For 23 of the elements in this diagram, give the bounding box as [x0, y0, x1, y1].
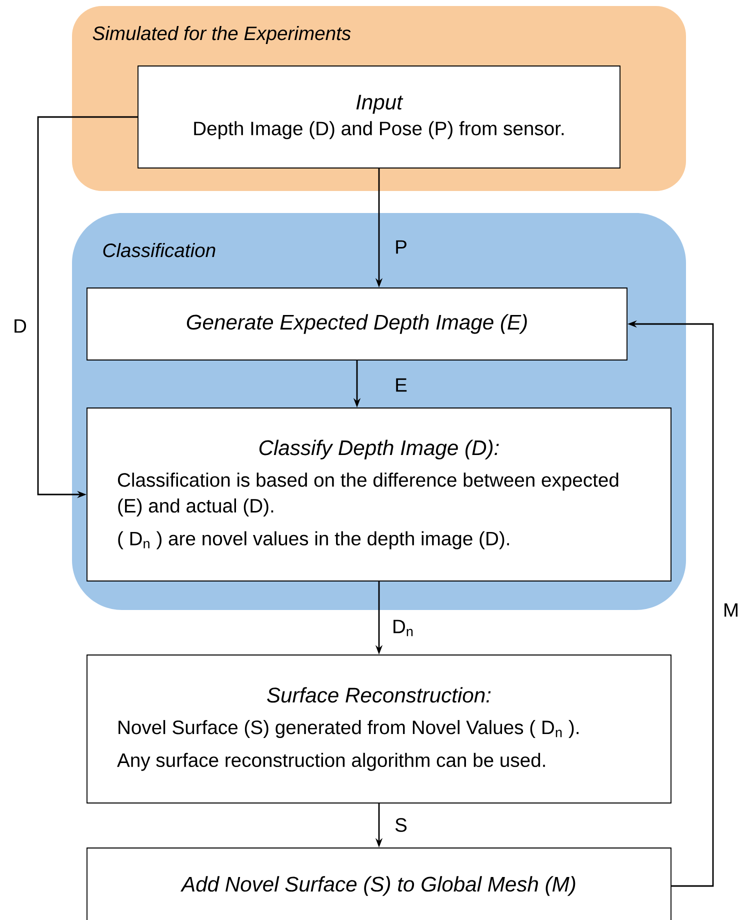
edge-label: D [14, 319, 26, 333]
edge-label: E [396, 378, 407, 392]
process-box [86, 288, 628, 360]
box-title: Add Novel Surface (S) to Global Mesh (M) [180, 876, 576, 896]
edge-label: D$_{n}$ [394, 620, 413, 636]
group-heading: Classification [103, 243, 216, 258]
description-text: ( D$_{n}$ ) are novel values in the depth image (D). [118, 531, 509, 550]
box-title: Generate Expected Depth Image (E) [186, 314, 527, 334]
process-box [86, 408, 672, 582]
box-title: Input [356, 94, 404, 114]
description-text: Depth Image (D) and Pose (P) from sensor. [194, 121, 564, 140]
edge-label: S [395, 818, 407, 832]
description-text: Any surface reconstruction algorithm can be used. [117, 752, 545, 771]
process-box [138, 66, 620, 168]
edge-label: M [724, 603, 738, 617]
group-heading: Simulated for the Experiments [92, 26, 351, 44]
process-box [86, 654, 672, 804]
box-title: Surface Reconstruction: [267, 687, 491, 703]
edge-label: P [396, 240, 406, 254]
description-text: Novel Surface (S) generated from Novel Values ( D$_{n}$ ). [118, 720, 578, 738]
description-text: Classification is based on the difference between expected (E) and actual (D). [118, 472, 618, 516]
box-title: Classify Depth Image (D): [259, 440, 499, 460]
process-box [86, 848, 672, 920]
